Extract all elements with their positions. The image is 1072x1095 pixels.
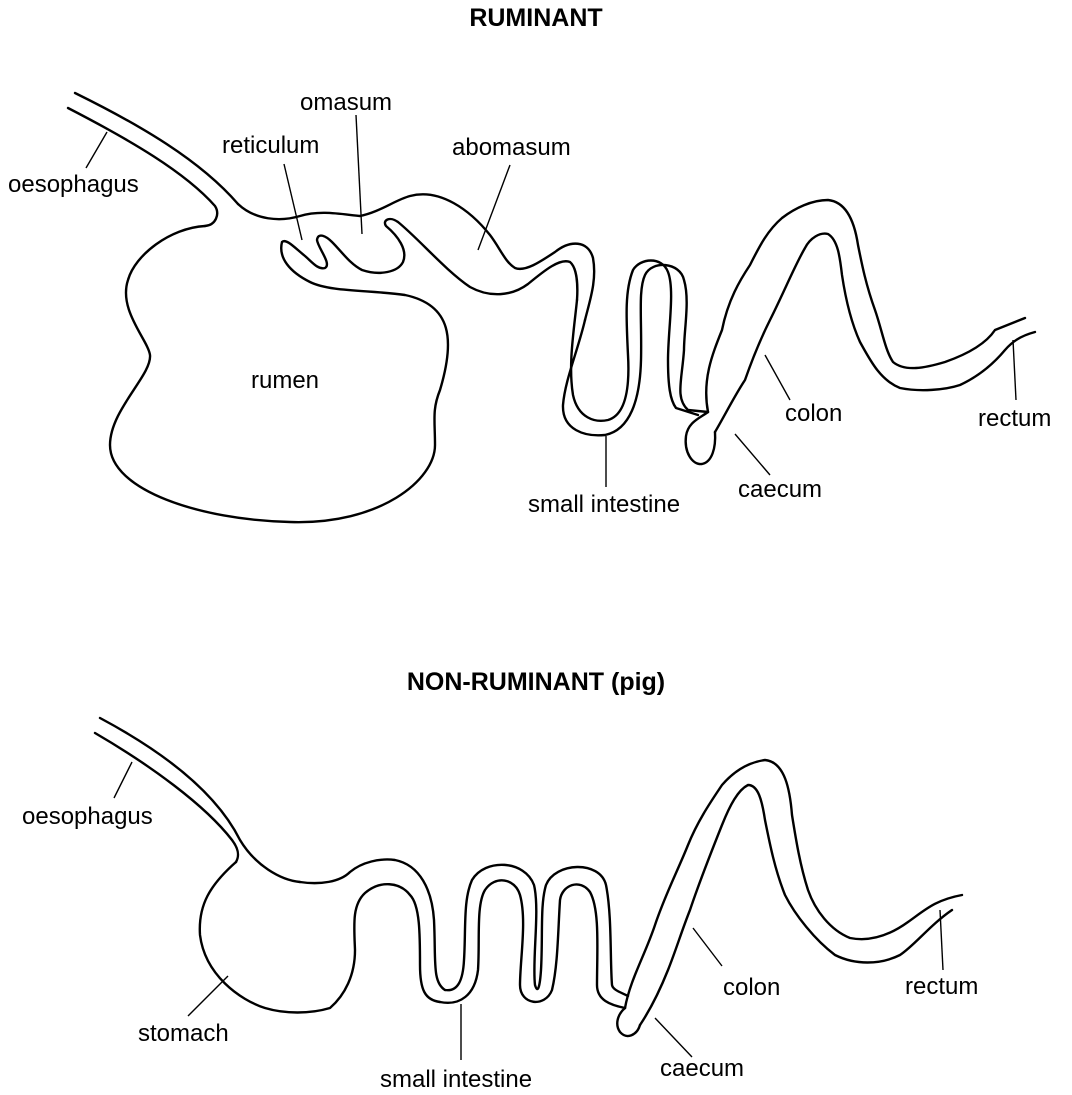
- ruminant-small-intestine-outer: [563, 265, 708, 435]
- ruminant-rectum-leader: [1013, 340, 1016, 400]
- pig-oesophagus-leader: [114, 762, 132, 798]
- stomach-top-outline: [300, 860, 445, 991]
- ruminant-oesophagus-leader: [86, 132, 107, 168]
- ruminant-caecum-label: caecum: [738, 476, 822, 503]
- stomach-label: stomach: [138, 1020, 229, 1047]
- ruminant-rectum-label: rectum: [978, 405, 1051, 432]
- ruminant-colon-label: colon: [785, 400, 842, 427]
- ruminant-diagram: oesophagus reticulum omasum abomasum rum…: [8, 89, 1051, 522]
- pig-small-intestine-label: small intestine: [380, 1066, 532, 1093]
- ruminant-colon-leader: [765, 355, 790, 400]
- stomach-outline: [200, 862, 440, 1013]
- pig-small-intestine-inner: [445, 865, 628, 996]
- pig-oesophagus-outer-wall: [100, 718, 300, 882]
- ruminant-caecum-colon-outer: [706, 200, 1025, 412]
- ruminant-caecum-leader: [735, 434, 770, 475]
- stomach-leader: [188, 976, 228, 1016]
- rumen-outline: [110, 219, 577, 522]
- rumen-label: rumen: [251, 367, 319, 394]
- pig-rectum-label: rectum: [905, 973, 978, 1000]
- caecum-pouch-outline: [686, 412, 715, 464]
- reticulum-label: reticulum: [222, 132, 319, 159]
- pig-oesophagus-label: oesophagus: [22, 803, 153, 830]
- pig-caecum-pouch-outline: [617, 1008, 640, 1036]
- pig-caecum-label: caecum: [660, 1055, 744, 1082]
- ruminant-small-intestine-label: small intestine: [528, 491, 680, 518]
- pig-diagram: oesophagus stomach small intestine caecu…: [22, 718, 978, 1093]
- ruminant-oesophagus-label: oesophagus: [8, 171, 139, 198]
- ruminant-oesophagus-inner-wall: [68, 108, 217, 226]
- abomasum-label: abomasum: [452, 134, 571, 161]
- pig-colon-label: colon: [723, 974, 780, 1001]
- pig-colon-leader: [693, 928, 722, 966]
- reticulum-leader: [284, 164, 302, 240]
- pig-caecum-colon-outer: [625, 760, 962, 1008]
- pig-caecum-leader: [655, 1018, 692, 1057]
- abomasum-leader: [478, 165, 510, 250]
- pig-oesophagus-inner-wall: [95, 733, 238, 862]
- ruminant-colon-inner: [715, 234, 1035, 432]
- ruminant-stomach-top-outline: [238, 194, 594, 320]
- omasum-label: omasum: [300, 89, 392, 116]
- ruminant-small-intestine-inner: [571, 261, 698, 421]
